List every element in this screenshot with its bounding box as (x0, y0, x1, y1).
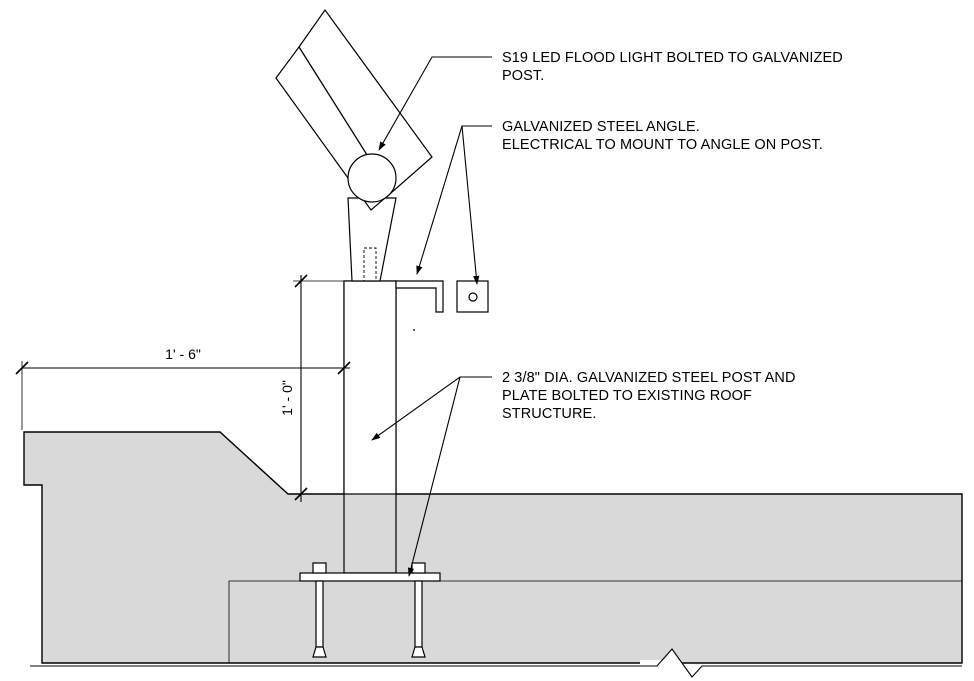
note-post-line1: 2 3/8" DIA. GALVANIZED STEEL POST AND (502, 370, 796, 386)
roof-deck-line (228, 580, 962, 663)
steel-post-upper (343, 280, 397, 495)
roof-structure (23, 431, 963, 664)
hidden-bolt (363, 247, 377, 282)
note-flood-light-line1: S19 LED FLOOD LIGHT BOLTED TO GALVANIZED (502, 50, 843, 66)
base-plate (299, 572, 441, 582)
leader-angle-1 (416, 125, 492, 275)
leader-post-2 (407, 376, 461, 577)
break-line (640, 649, 720, 677)
angle-bolt-hole (468, 292, 478, 302)
note-angle-line1: GALVANIZED STEEL ANGLE. (502, 119, 700, 135)
steel-angle (395, 280, 444, 313)
dimension-vertical (293, 274, 344, 502)
dimension-vertical-label: 1' - 0" (279, 380, 295, 416)
note-post-line2: PLATE BOLTED TO EXISTING ROOF (502, 388, 752, 404)
break-line-stroke (30, 648, 962, 678)
note-flood-light-line2: POST. (502, 68, 544, 84)
small-dot (413, 329, 415, 331)
anchor-bolt-left (312, 562, 327, 658)
dimension-horizontal-label: 1' - 6" (165, 346, 201, 362)
note-angle-line2: ELECTRICAL TO MOUNT TO ANGLE ON POST. (502, 137, 823, 153)
note-post-line3: STRUCTURE. (502, 406, 596, 422)
flood-light (275, 8, 433, 211)
leader-flood-light (378, 56, 492, 151)
light-bracket (347, 197, 397, 282)
leader-angle-2 (461, 125, 480, 285)
dimension-horizontal (15, 360, 351, 430)
